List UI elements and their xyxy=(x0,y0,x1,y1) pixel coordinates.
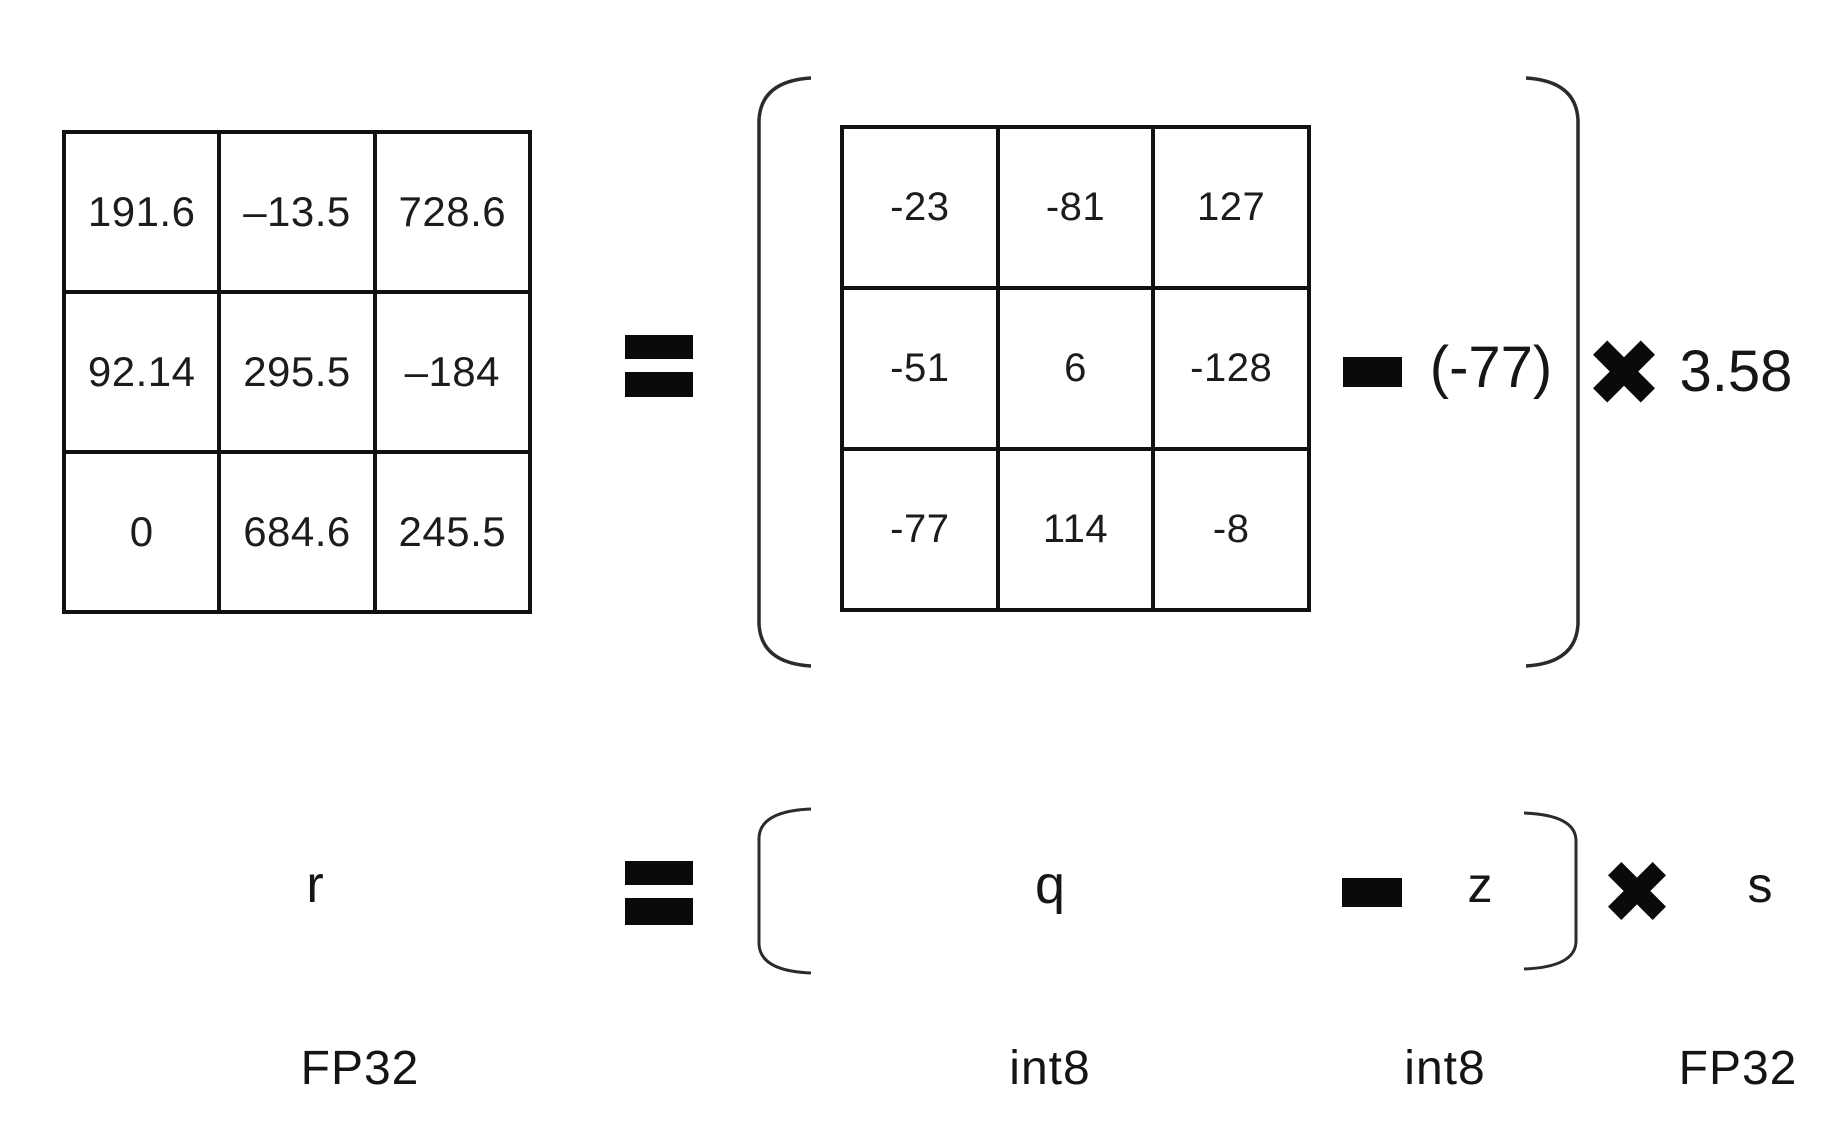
equals-bar-bottom xyxy=(625,898,693,925)
matrix-cell: -128 xyxy=(1153,288,1309,449)
equals-icon-small xyxy=(625,861,693,925)
matrix-cell: 728.6 xyxy=(374,132,530,292)
matrix-cell: 6 xyxy=(997,288,1154,449)
multiply-icon-small xyxy=(1608,861,1666,921)
label-int8-z: int8 xyxy=(1404,1041,1486,1095)
matrix-cell: 295.5 xyxy=(219,292,375,452)
label-int8-q: int8 xyxy=(1009,1041,1091,1095)
matrix-cell: 0 xyxy=(64,452,220,612)
matrix-cell: -8 xyxy=(1153,449,1309,610)
matrix-cell: 127 xyxy=(1153,127,1309,288)
close-bracket-icon xyxy=(1520,74,1588,670)
matrix-cell: -77 xyxy=(842,449,998,610)
equals-bar-bottom xyxy=(625,372,693,397)
open-bracket-small-icon xyxy=(749,806,817,976)
symbol-q: q xyxy=(1034,855,1066,915)
label-fp32-s: FP32 xyxy=(1678,1041,1798,1095)
multiply-icon xyxy=(1593,340,1655,403)
close-bracket-small-icon xyxy=(1518,810,1586,972)
matrix-cell: –184 xyxy=(374,292,530,452)
zero-point-value: (-77) xyxy=(1429,334,1553,400)
open-bracket-icon xyxy=(749,74,817,670)
equals-icon xyxy=(625,335,693,397)
equals-bar-top xyxy=(625,335,693,359)
matrix-cell: 684.6 xyxy=(219,452,375,612)
label-fp32-r: FP32 xyxy=(300,1041,420,1095)
matrix-cell: 92.14 xyxy=(64,292,220,452)
matrix-cell: –13.5 xyxy=(219,132,375,292)
symbol-r: r xyxy=(306,856,324,914)
scale-value: 3.58 xyxy=(1679,338,1793,404)
matrix-cell: 191.6 xyxy=(64,132,220,292)
minus-icon xyxy=(1343,357,1402,387)
matrix-cell: 114 xyxy=(997,449,1154,610)
minus-icon-small xyxy=(1342,878,1402,907)
symbol-z: z xyxy=(1467,857,1493,913)
matrix-cell: -23 xyxy=(842,127,998,288)
symbol-s: s xyxy=(1747,857,1773,913)
matrix-cell: -51 xyxy=(842,288,998,449)
matrix-cell: 245.5 xyxy=(374,452,530,612)
matrix-cell: -81 xyxy=(997,127,1154,288)
equals-bar-top xyxy=(625,861,693,885)
